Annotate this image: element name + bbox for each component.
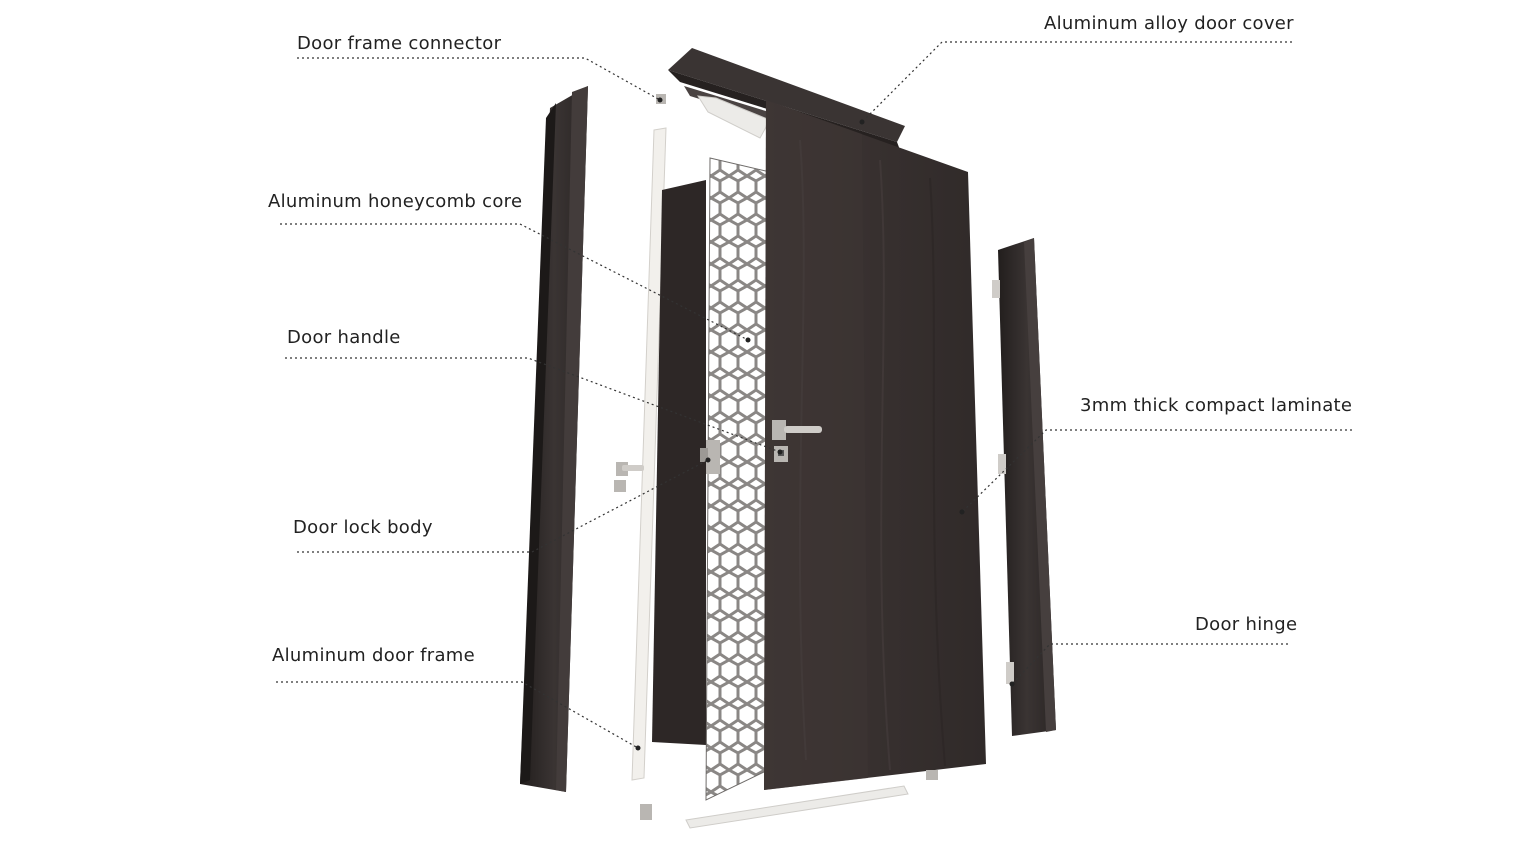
label-door-frame-connector: Door frame connector <box>297 33 502 54</box>
label-compact-laminate: 3mm thick compact laminate <box>1080 395 1353 416</box>
leader-lines <box>276 41 1352 749</box>
honeycomb-core <box>705 157 771 801</box>
leader-door-frame <box>276 681 639 749</box>
lock-body-hardware <box>700 440 720 474</box>
leader-handle <box>285 357 781 453</box>
leader-door-cover <box>861 41 1292 123</box>
top-inner-trim <box>697 95 771 139</box>
leader-laminate <box>961 429 1352 513</box>
leader-lock-body <box>297 459 709 553</box>
back-handle-hardware <box>614 462 644 492</box>
door-panel <box>764 100 986 790</box>
inner-door-frame <box>631 127 706 781</box>
right-frame-profile <box>992 238 1056 736</box>
label-aluminum-door-frame: Aluminum door frame <box>272 645 475 666</box>
label-door-hinge: Door hinge <box>1195 614 1298 635</box>
leader-frame-connector <box>297 57 661 101</box>
label-aluminum-alloy-door-cover: Aluminum alloy door cover <box>1044 13 1294 34</box>
leader-honeycomb <box>280 223 749 341</box>
left-frame-profile <box>520 86 588 792</box>
leader-endpoints <box>635 97 1015 751</box>
label-aluminum-honeycomb-core: Aluminum honeycomb core <box>268 191 523 212</box>
label-door-lock-body: Door lock body <box>293 517 433 538</box>
label-door-handle: Door handle <box>287 327 401 348</box>
